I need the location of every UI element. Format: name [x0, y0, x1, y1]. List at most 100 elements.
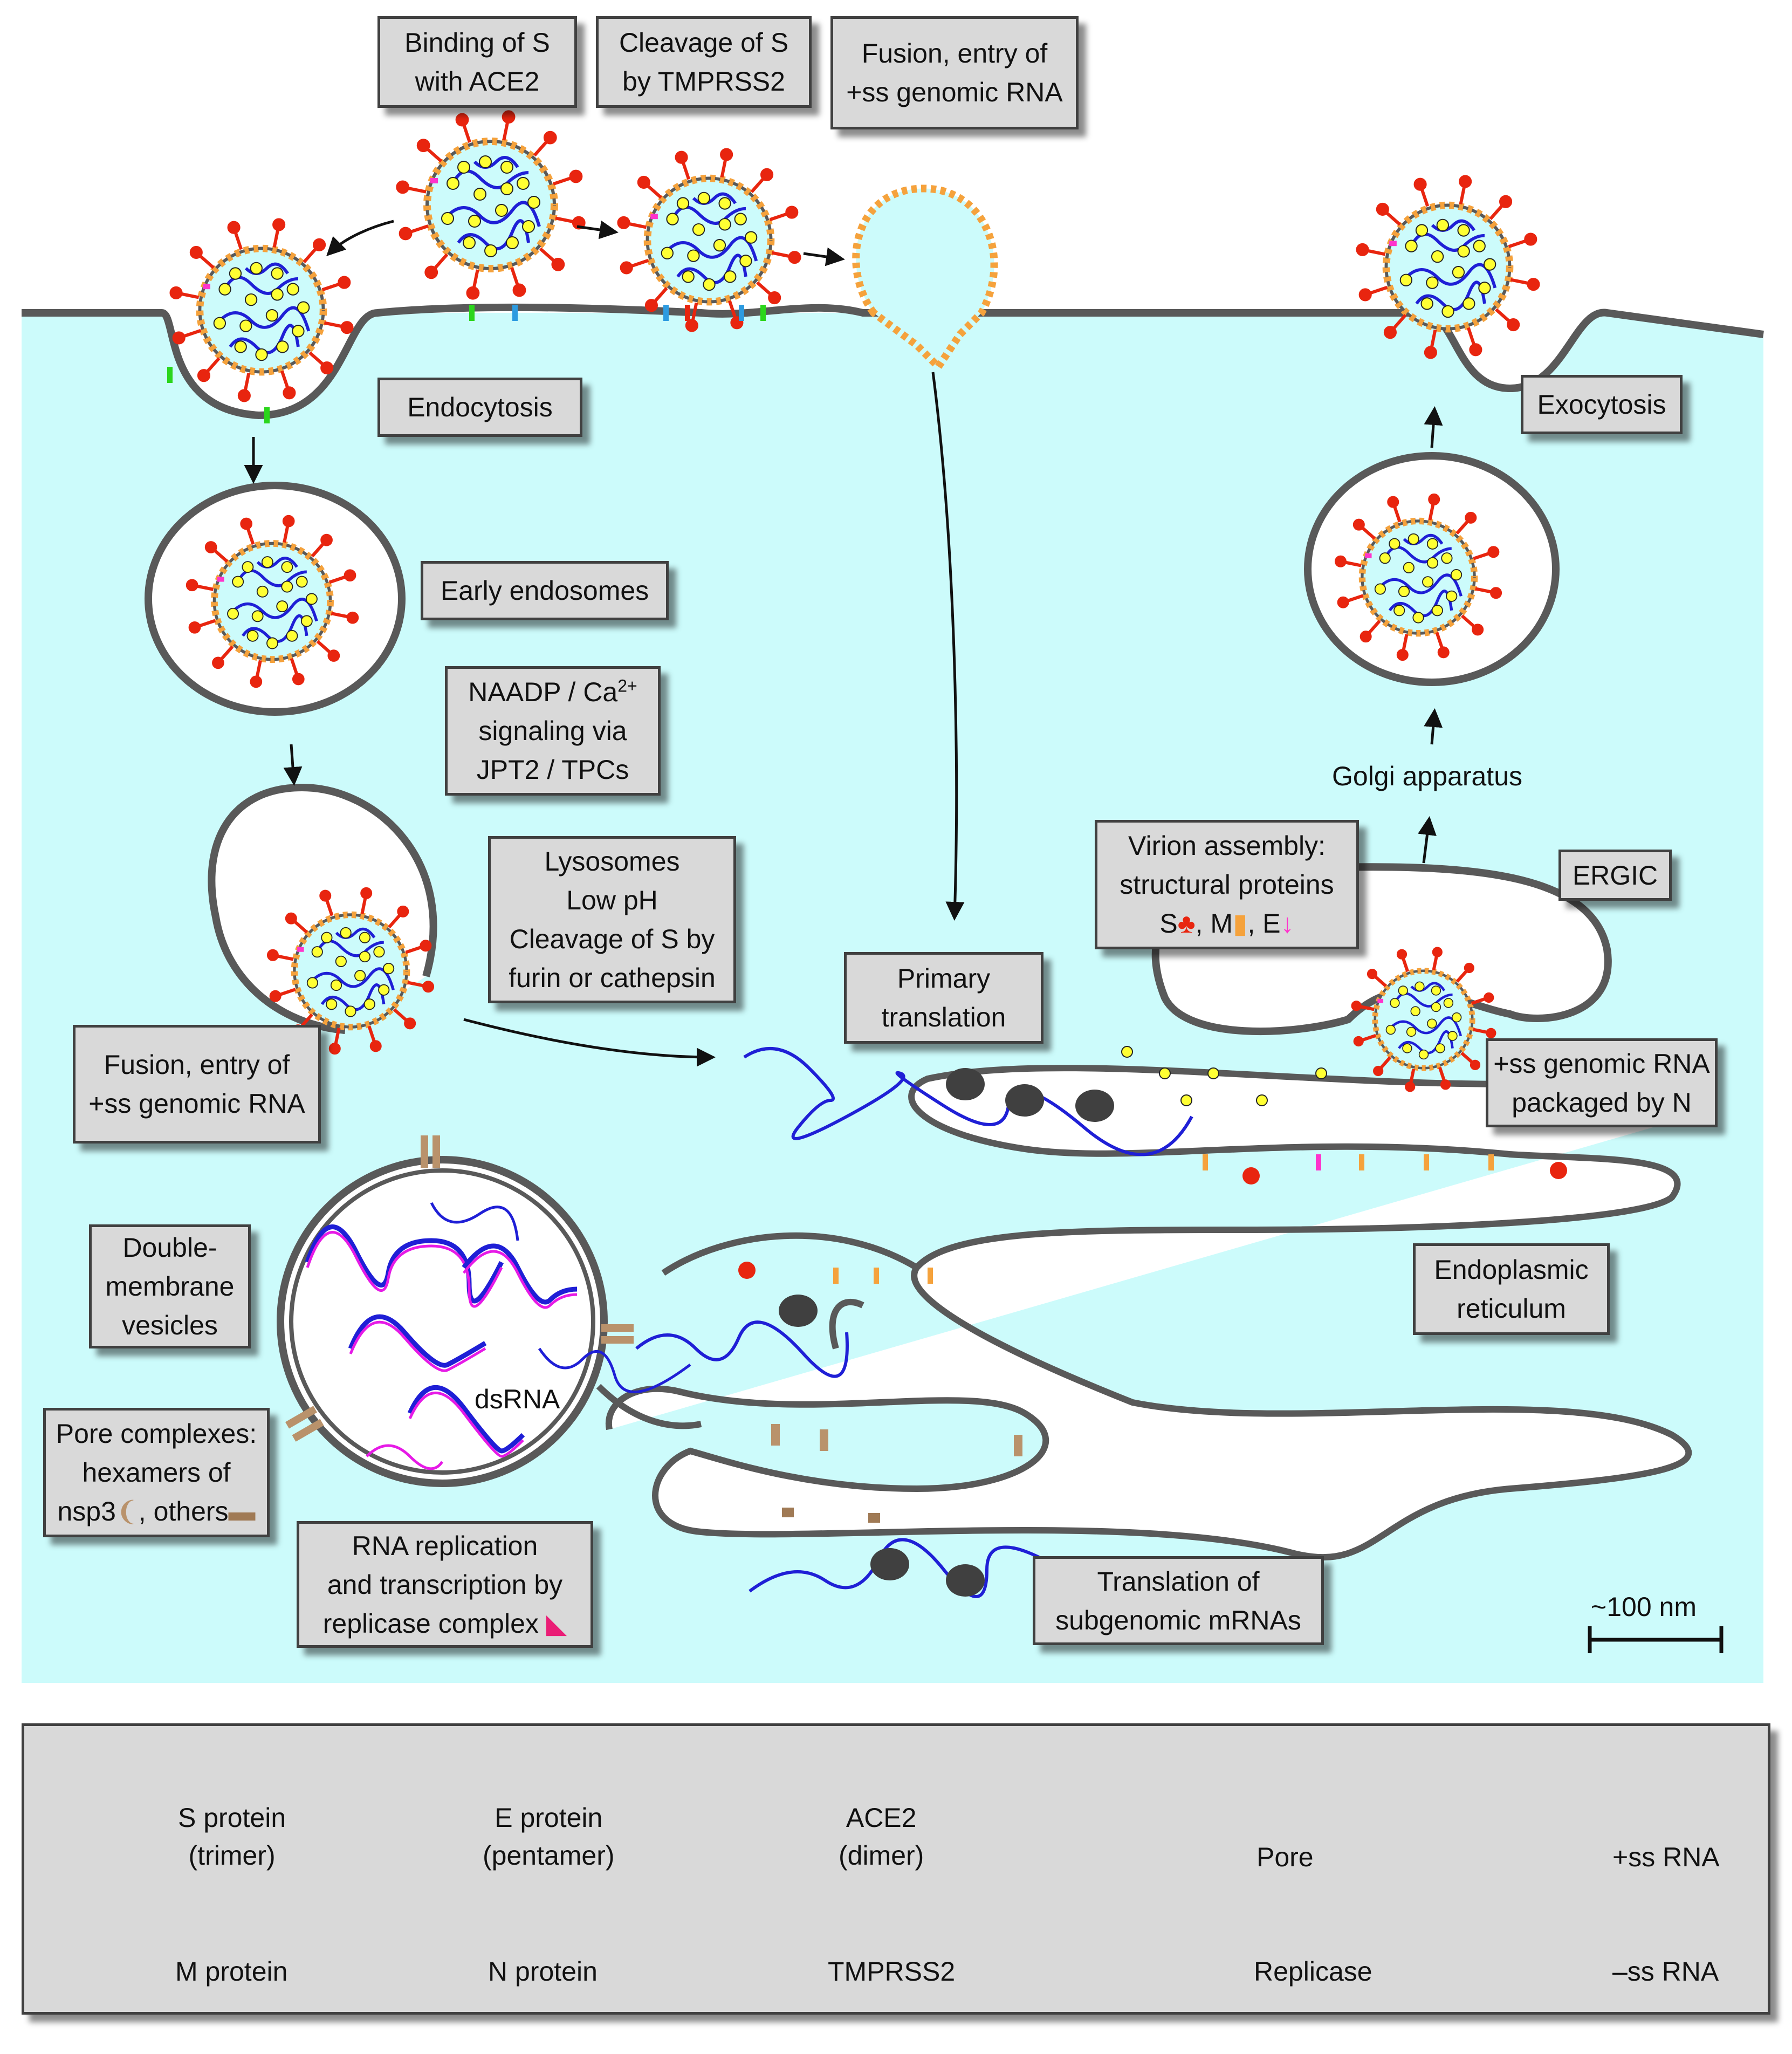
fusion-top-line2: +ss genomic RNA [846, 77, 1063, 107]
nsp3-icon: ❨ [115, 1496, 139, 1526]
spike-head [1432, 947, 1443, 957]
spike-head [327, 649, 340, 662]
spike-head [644, 299, 658, 312]
spike-head [269, 990, 281, 1002]
er-line2: reticulum [1457, 1293, 1566, 1324]
spike-head [340, 321, 354, 334]
spike-head [1424, 346, 1437, 359]
cell-membrane [22, 303, 1764, 420]
scale-label: ~100 nm [1591, 1591, 1697, 1622]
legend-e-protein-line1: E protein [495, 1803, 603, 1833]
spike-head [1367, 969, 1378, 980]
spike-head [1487, 546, 1500, 558]
spike-head [1469, 343, 1482, 357]
primary-translation-line1: Primary [897, 963, 991, 994]
scale-text: ~100 nm [1591, 1592, 1697, 1622]
spike-head [1465, 511, 1477, 524]
translation-sub-line1: Translation of [1097, 1566, 1260, 1597]
er-proteins [738, 1154, 1567, 1523]
legend-e-protein-line2: (pentamer) [483, 1840, 615, 1871]
spike-head [1337, 596, 1349, 608]
spike-head [360, 887, 373, 899]
spike-head [1352, 518, 1365, 531]
legend-minus-rna: –ss RNA [1612, 1953, 1719, 1990]
spike-head [399, 227, 413, 241]
spike-head [637, 175, 650, 189]
exocytosis-text: Exocytosis [1537, 389, 1666, 420]
m-icon: ▮ [1232, 908, 1248, 939]
lysosomes-line4: furin or cathepsin [509, 963, 716, 993]
s-icon: ♣ [1177, 908, 1196, 939]
spike-head [1527, 278, 1540, 291]
virion-assembly-line1: Virion assembly: [1128, 831, 1326, 861]
cleavage-label: Cleavage of S by TMPRSS2 [596, 16, 812, 108]
spike-head [760, 168, 774, 181]
spike-head [1360, 631, 1372, 643]
spike-head [186, 579, 198, 592]
naadp-line2: signaling via [478, 716, 627, 746]
spike-head [282, 515, 295, 528]
legend-tmprss2: TMPRSS2 [828, 1953, 955, 1990]
ergic-text: ERGIC [1572, 860, 1658, 891]
spike-head [1524, 232, 1537, 246]
spike-head [512, 283, 526, 297]
replicase-text: replicase complex [322, 1608, 539, 1639]
spike-head [1358, 288, 1372, 302]
rna-replication-label: RNA replication and transcription by rep… [297, 1521, 593, 1648]
endocytosis-text: Endocytosis [407, 392, 553, 422]
naadp-line1: NAADP / Ca2+ [468, 673, 637, 711]
spike-head [416, 139, 430, 153]
golgi-label: Golgi apparatus [1332, 761, 1522, 792]
legend-n-protein: N protein [488, 1953, 598, 1990]
membrane-receptors [167, 305, 766, 423]
spike-head [1507, 318, 1520, 332]
packaged-line1: +ss genomic RNA [1493, 1048, 1710, 1079]
e-icon: ↓ [1280, 908, 1294, 939]
process-arrows [244, 220, 1443, 1067]
cleavage-line2: by TMPRSS2 [622, 66, 785, 97]
spike-head [1459, 175, 1472, 188]
spike-head [1499, 195, 1513, 208]
spike-head [1464, 962, 1474, 974]
legend-pore: Pore [1257, 1838, 1314, 1876]
spike-head [1472, 624, 1484, 636]
lysosomes-label: Lysosomes Low pH Cleavage of S by furin … [488, 836, 736, 1003]
fusion-left-line1: Fusion, entry of [104, 1050, 290, 1080]
spike-head [1396, 649, 1409, 661]
spike-head [1353, 1036, 1364, 1047]
pore-complexes-line2: hexamers of [82, 1457, 231, 1488]
legend-tmprss2-text: TMPRSS2 [828, 1956, 956, 1987]
translation-sub-label: Translation of subgenomic mRNAs [1033, 1556, 1324, 1645]
spike-head [1486, 1028, 1496, 1038]
lysosomes-line3: Cleavage of S by [509, 924, 715, 954]
spike-head [250, 675, 263, 688]
spike-head [172, 331, 186, 345]
er-label: Endoplasmic reticulum [1413, 1243, 1610, 1335]
spike-head [237, 389, 251, 402]
spike-head [396, 180, 410, 194]
spike-head [1351, 1001, 1362, 1011]
spike-head [420, 940, 432, 952]
virion-assembly-label: Virion assembly: structural proteins S♣,… [1095, 820, 1359, 949]
legend-s-protein-line1: S protein [178, 1803, 286, 1833]
naadp-line3: JPT2 / TPCs [476, 755, 629, 785]
spike-head [620, 261, 633, 275]
replicase-mini-icon: ◣ [538, 1608, 567, 1639]
primary-translation-label: Primary translation [844, 952, 1043, 1044]
spike-head [1437, 646, 1450, 659]
spike-head [1484, 992, 1494, 1003]
early-endosomes-label: Early endosomes [421, 561, 669, 620]
spike-head [424, 265, 438, 279]
legend-m-protein-text: M protein [175, 1956, 288, 1987]
pore-complexes-line3: nsp3❨, others▬ [57, 1492, 255, 1531]
spike-head [1376, 202, 1389, 216]
spike-head [369, 1040, 382, 1052]
spike-head [272, 218, 286, 231]
spike-head [1373, 1065, 1384, 1077]
spike-head [768, 291, 781, 305]
binding-line2: with ACE2 [415, 66, 540, 97]
legend-plus-rna-text: +ss RNA [1612, 1842, 1720, 1872]
endocytosis-label: Endocytosis [377, 378, 582, 437]
virion-assembly-line2: structural proteins [1120, 869, 1334, 900]
fusion-left-label: Fusion, entry of +ss genomic RNA [73, 1025, 321, 1144]
